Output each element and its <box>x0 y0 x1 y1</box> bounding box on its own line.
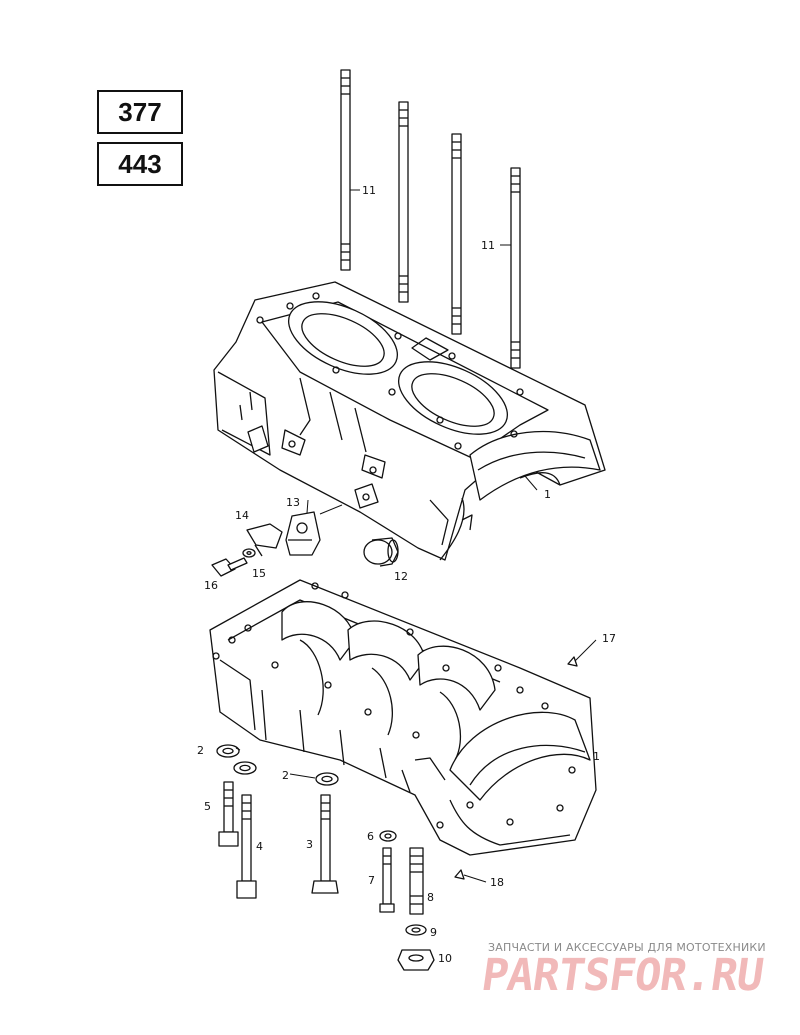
watermark-caption: ЗАПЧАСТИ И АКСЕССУАРЫ ДЛЯ МОТОТЕХНИКИ <box>488 941 766 954</box>
callout-label: 14 <box>235 509 249 522</box>
part-cover-plate <box>246 523 283 557</box>
part-bolt <box>236 794 257 899</box>
part-bolt <box>311 794 339 894</box>
callout-label: 17 <box>602 632 616 645</box>
callout-label: 11 <box>481 239 495 252</box>
callout-label: 13 <box>286 496 300 509</box>
part-washer <box>242 548 256 558</box>
callout-label: 1 <box>544 488 551 501</box>
part-nut <box>397 949 435 971</box>
model-number-box: 443 <box>97 142 183 186</box>
part-bolt <box>218 781 239 847</box>
callout-label: 16 <box>204 579 218 592</box>
cylinder-stud <box>398 101 409 303</box>
callout-label: 15 <box>252 567 266 580</box>
part-stud <box>409 847 424 915</box>
part-dowel-pin <box>454 869 465 880</box>
callout-label: 4 <box>256 840 263 853</box>
upper-crankcase <box>213 281 606 561</box>
callout-label: 12 <box>394 570 408 583</box>
callout-label: 18 <box>490 876 504 889</box>
callout-label: 5 <box>204 800 211 813</box>
leader-lines <box>235 189 597 883</box>
part-bolt <box>211 557 248 577</box>
part-washer <box>315 772 339 786</box>
lower-crankcase <box>209 579 597 856</box>
callout-label: 1 <box>593 750 600 763</box>
callout-label: 10 <box>438 952 452 965</box>
callout-label: 8 <box>427 891 434 904</box>
cylinder-stud <box>340 69 351 271</box>
part-washer <box>233 761 257 775</box>
callout-labels: 11 11 1 13 14 15 16 12 17 1 2 2 5 4 3 6 … <box>197 184 616 965</box>
cylinder-stud <box>451 133 462 335</box>
part-washer <box>405 924 427 936</box>
part-washer <box>216 744 240 758</box>
part-bracket-clip <box>285 511 321 556</box>
part-plug <box>363 537 399 567</box>
callout-label: 6 <box>367 830 374 843</box>
callout-label: 7 <box>368 874 375 887</box>
watermark-logo: PARTSFOR.RU <box>478 950 766 1001</box>
callout-label: 3 <box>306 838 313 851</box>
part-dowel-pin <box>567 656 578 667</box>
part-stud <box>379 847 395 913</box>
callout-label: 11 <box>362 184 376 197</box>
part-washer <box>379 830 397 842</box>
model-number-box: 377 <box>97 90 183 134</box>
callout-label: 9 <box>430 926 437 939</box>
callout-label: 2 <box>282 769 289 782</box>
callout-label: 2 <box>197 744 204 757</box>
cylinder-stud <box>510 167 521 369</box>
